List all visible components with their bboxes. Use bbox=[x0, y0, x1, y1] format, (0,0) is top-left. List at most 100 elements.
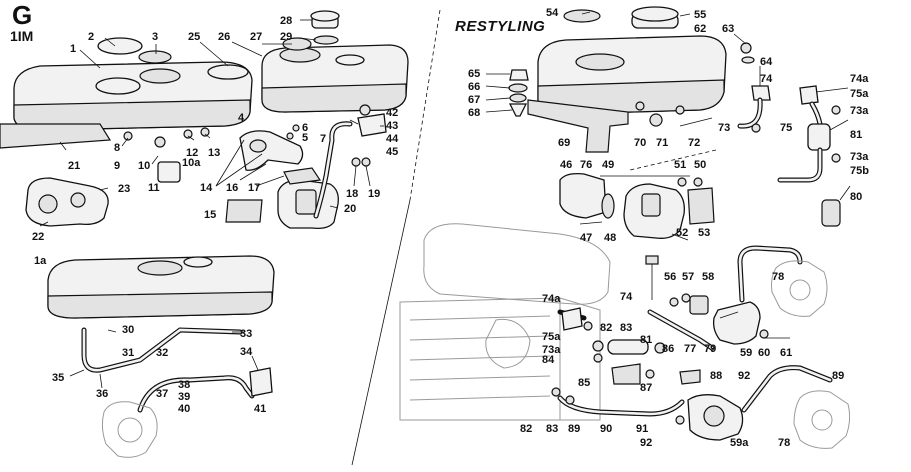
callout-26: 26 bbox=[218, 31, 230, 43]
callout-75b: 75b bbox=[850, 165, 869, 177]
callout-64: 64 bbox=[760, 56, 773, 68]
callout-50: 50 bbox=[694, 159, 706, 171]
callout-9: 9 bbox=[114, 160, 120, 172]
carburetor-lower-right bbox=[793, 390, 851, 449]
callout-63: 63 bbox=[722, 23, 734, 35]
callout-80: 80 bbox=[850, 191, 862, 203]
callout-92-lower: 92 bbox=[640, 437, 652, 449]
callout-69: 69 bbox=[558, 137, 570, 149]
callout-49: 49 bbox=[602, 159, 614, 171]
callout-19: 19 bbox=[368, 188, 380, 200]
callout-59: 59 bbox=[740, 347, 752, 359]
callout-76: 76 bbox=[580, 159, 592, 171]
callout-7: 7 bbox=[320, 133, 326, 145]
callout-36: 36 bbox=[96, 388, 108, 400]
callout-29: 29 bbox=[280, 31, 292, 43]
section-code: 1IM bbox=[10, 28, 34, 44]
callout-8: 8 bbox=[114, 142, 120, 154]
fuel-lines-30-41 bbox=[81, 327, 273, 413]
callout-45: 45 bbox=[386, 146, 398, 158]
fuel-tank-1 bbox=[13, 61, 253, 131]
callout-82-lower: 82 bbox=[520, 423, 532, 435]
callout-72: 72 bbox=[688, 137, 700, 149]
callout-16: 16 bbox=[226, 182, 238, 194]
callout-74: 74 bbox=[760, 73, 773, 85]
callout-28: 28 bbox=[280, 15, 292, 27]
callout-67: 67 bbox=[468, 94, 480, 106]
callout-59a: 59a bbox=[730, 437, 749, 449]
callout-87: 87 bbox=[640, 382, 652, 394]
fuel-pump-59a bbox=[675, 365, 833, 441]
callout-51: 51 bbox=[674, 159, 686, 171]
callout-66: 66 bbox=[468, 81, 480, 93]
callout-46: 46 bbox=[560, 159, 572, 171]
callout-73a-mid: 73a bbox=[850, 151, 869, 163]
callout-88: 88 bbox=[710, 370, 722, 382]
callout-54: 54 bbox=[546, 7, 559, 19]
callout-61: 61 bbox=[780, 347, 792, 359]
callout-48: 48 bbox=[604, 232, 616, 244]
carburetor-52 bbox=[559, 172, 715, 239]
gasket-21 bbox=[0, 123, 112, 149]
callout-91: 91 bbox=[636, 423, 648, 435]
callout-12: 12 bbox=[186, 147, 198, 159]
fuel-line-7 bbox=[313, 121, 353, 219]
callout-56: 56 bbox=[664, 271, 676, 283]
carburetor-lower-left bbox=[101, 401, 158, 458]
callout-37: 37 bbox=[156, 388, 168, 400]
leader-lines bbox=[39, 11, 851, 389]
manifold-22-23 bbox=[25, 177, 109, 227]
callout-81-top: 81 bbox=[850, 129, 862, 141]
callout-71: 71 bbox=[656, 137, 668, 149]
callout-20: 20 bbox=[344, 203, 356, 215]
fuel-tank-1a bbox=[47, 255, 275, 319]
callout-10a: 10a bbox=[182, 157, 201, 169]
callout-47: 47 bbox=[580, 232, 592, 244]
callout-74-lower: 74 bbox=[620, 291, 633, 303]
fuel-tank-25 bbox=[261, 44, 409, 113]
intake-pipe-14 bbox=[239, 130, 304, 171]
callout-27: 27 bbox=[250, 31, 262, 43]
callout-2: 2 bbox=[88, 31, 94, 43]
callout-82-upper: 82 bbox=[600, 322, 612, 334]
callout-81-lower: 81 bbox=[640, 334, 652, 346]
callout-70: 70 bbox=[634, 137, 646, 149]
callout-1a: 1a bbox=[34, 255, 47, 267]
callout-34: 34 bbox=[240, 346, 253, 358]
callout-10: 10 bbox=[138, 160, 150, 172]
callout-62: 62 bbox=[694, 23, 706, 35]
callout-25: 25 bbox=[188, 31, 200, 43]
callout-83-upper: 83 bbox=[620, 322, 632, 334]
callout-22: 22 bbox=[32, 231, 44, 243]
callout-78-upper: 78 bbox=[772, 271, 784, 283]
callout-58: 58 bbox=[702, 271, 714, 283]
callout-31: 31 bbox=[122, 347, 134, 359]
callout-15: 15 bbox=[204, 209, 216, 221]
callout-92-upper: 92 bbox=[738, 370, 750, 382]
callout-73a-lower: 73a bbox=[542, 344, 561, 356]
callout-77: 77 bbox=[684, 343, 696, 355]
callout-38: 38 bbox=[178, 379, 190, 391]
callout-18: 18 bbox=[346, 188, 358, 200]
callout-57: 57 bbox=[682, 271, 694, 283]
callout-35: 35 bbox=[52, 372, 64, 384]
section-letter: G bbox=[12, 0, 33, 30]
callout-21: 21 bbox=[68, 160, 80, 172]
callout-78-lower: 78 bbox=[778, 437, 790, 449]
carburetor-upper-right bbox=[771, 260, 828, 317]
callout-1: 1 bbox=[70, 43, 76, 55]
callout-40: 40 bbox=[178, 403, 190, 415]
carburetor-20 bbox=[277, 167, 339, 230]
callout-44: 44 bbox=[386, 133, 399, 145]
filler-caps bbox=[97, 10, 340, 80]
tap-42-45 bbox=[351, 104, 387, 167]
callout-42: 42 bbox=[386, 107, 398, 119]
callout-17: 17 bbox=[248, 182, 260, 194]
bracket-69 bbox=[527, 99, 629, 153]
callout-73a-top: 73a bbox=[850, 105, 869, 117]
callout-41: 41 bbox=[254, 403, 266, 415]
callout-13: 13 bbox=[208, 147, 220, 159]
callout-14: 14 bbox=[200, 182, 213, 194]
callout-75a: 75a bbox=[850, 88, 869, 100]
callout-79: 79 bbox=[704, 343, 716, 355]
